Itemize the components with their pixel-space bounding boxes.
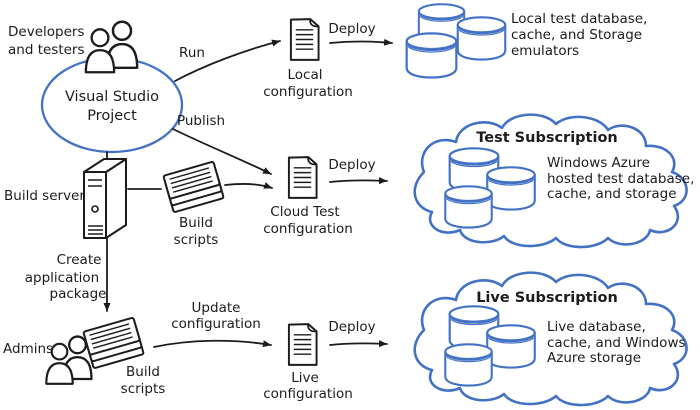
svg-text:emulators: emulators xyxy=(511,43,579,59)
scripts-to-cloudtest-arrow xyxy=(224,182,273,189)
local-db-icon xyxy=(405,3,507,79)
svg-text:application: application xyxy=(25,270,99,286)
live-config-icon xyxy=(287,323,318,366)
cloud-test-config-icon xyxy=(287,156,318,199)
svg-text:Live database,: Live database, xyxy=(547,319,646,335)
developers-icon xyxy=(84,20,139,74)
svg-text:and testers: and testers xyxy=(8,42,85,58)
local-config-icon xyxy=(289,18,320,61)
build-scripts-mid-label: Build scripts xyxy=(174,215,219,248)
deploy-live-arrow xyxy=(329,340,388,348)
admins-icon xyxy=(45,335,93,385)
test-subscription-caption: Windows Azure hosted test database, cach… xyxy=(547,155,694,202)
svg-text:Create: Create xyxy=(57,252,102,268)
svg-text:configuration: configuration xyxy=(171,316,261,332)
svg-text:Local test database,: Local test database, xyxy=(511,11,647,27)
publish-label: Publish xyxy=(177,113,225,129)
deploy-local-label: Deploy xyxy=(328,21,375,37)
svg-text:Azure storage: Azure storage xyxy=(547,350,641,366)
svg-text:cache, and storage: cache, and storage xyxy=(547,186,677,202)
update-config-label: Update configuration xyxy=(171,300,261,332)
vs-project-label: Visual Studio Project xyxy=(65,89,159,124)
svg-text:Build: Build xyxy=(179,215,213,231)
svg-text:Project: Project xyxy=(87,108,137,124)
live-subscription-caption: Live database, cache, and Windows Azure … xyxy=(547,319,686,366)
svg-text:Live: Live xyxy=(291,370,319,386)
build-server-icon xyxy=(83,158,127,239)
svg-text:configuration: configuration xyxy=(263,221,353,237)
build-scripts-admin-icon xyxy=(82,316,145,370)
deploy-local-arrow xyxy=(329,38,393,46)
svg-text:Update: Update xyxy=(192,300,241,316)
build-scripts-admin-label: Build scripts xyxy=(121,364,166,397)
admins-label: Admins xyxy=(3,341,53,357)
local-config-label: Local configuration xyxy=(263,67,353,100)
svg-text:Developers: Developers xyxy=(8,24,84,40)
run-label: Run xyxy=(179,45,205,61)
cloud-test-config-label: Cloud Test configuration xyxy=(263,204,353,237)
svg-text:hosted test database,: hosted test database, xyxy=(547,171,694,187)
svg-text:Cloud Test: Cloud Test xyxy=(270,204,339,220)
svg-text:configuration: configuration xyxy=(263,386,353,402)
svg-text:cache, and Windows: cache, and Windows xyxy=(547,335,686,351)
test-subscription-title: Test Subscription xyxy=(476,130,617,146)
create-package-label: Create application package xyxy=(25,252,107,302)
live-subscription-title: Live Subscription xyxy=(476,290,618,306)
local-db-caption: Local test database, cache, and Storage … xyxy=(511,11,647,59)
svg-text:Windows Azure: Windows Azure xyxy=(547,155,650,171)
publish-arrow xyxy=(172,128,272,175)
svg-text:scripts: scripts xyxy=(174,232,219,248)
deploy-live-label: Deploy xyxy=(328,319,375,335)
svg-text:scripts: scripts xyxy=(121,381,166,397)
run-arrow xyxy=(174,39,281,82)
svg-text:Build: Build xyxy=(126,364,160,380)
svg-text:cache, and Storage: cache, and Storage xyxy=(511,27,642,43)
deploy-test-arrow xyxy=(329,177,388,185)
live-config-label: Live configuration xyxy=(263,370,353,402)
build-server-label: Build server xyxy=(4,188,85,204)
svg-text:package: package xyxy=(50,286,107,302)
deploy-test-label: Deploy xyxy=(328,157,375,173)
svg-text:configuration: configuration xyxy=(263,84,353,100)
svg-text:Local: Local xyxy=(288,67,323,83)
build-scripts-mid-icon xyxy=(162,160,225,214)
developers-label: Developers and testers xyxy=(8,24,85,58)
svg-text:Visual Studio: Visual Studio xyxy=(65,89,159,105)
update-config-arrow xyxy=(153,339,272,348)
